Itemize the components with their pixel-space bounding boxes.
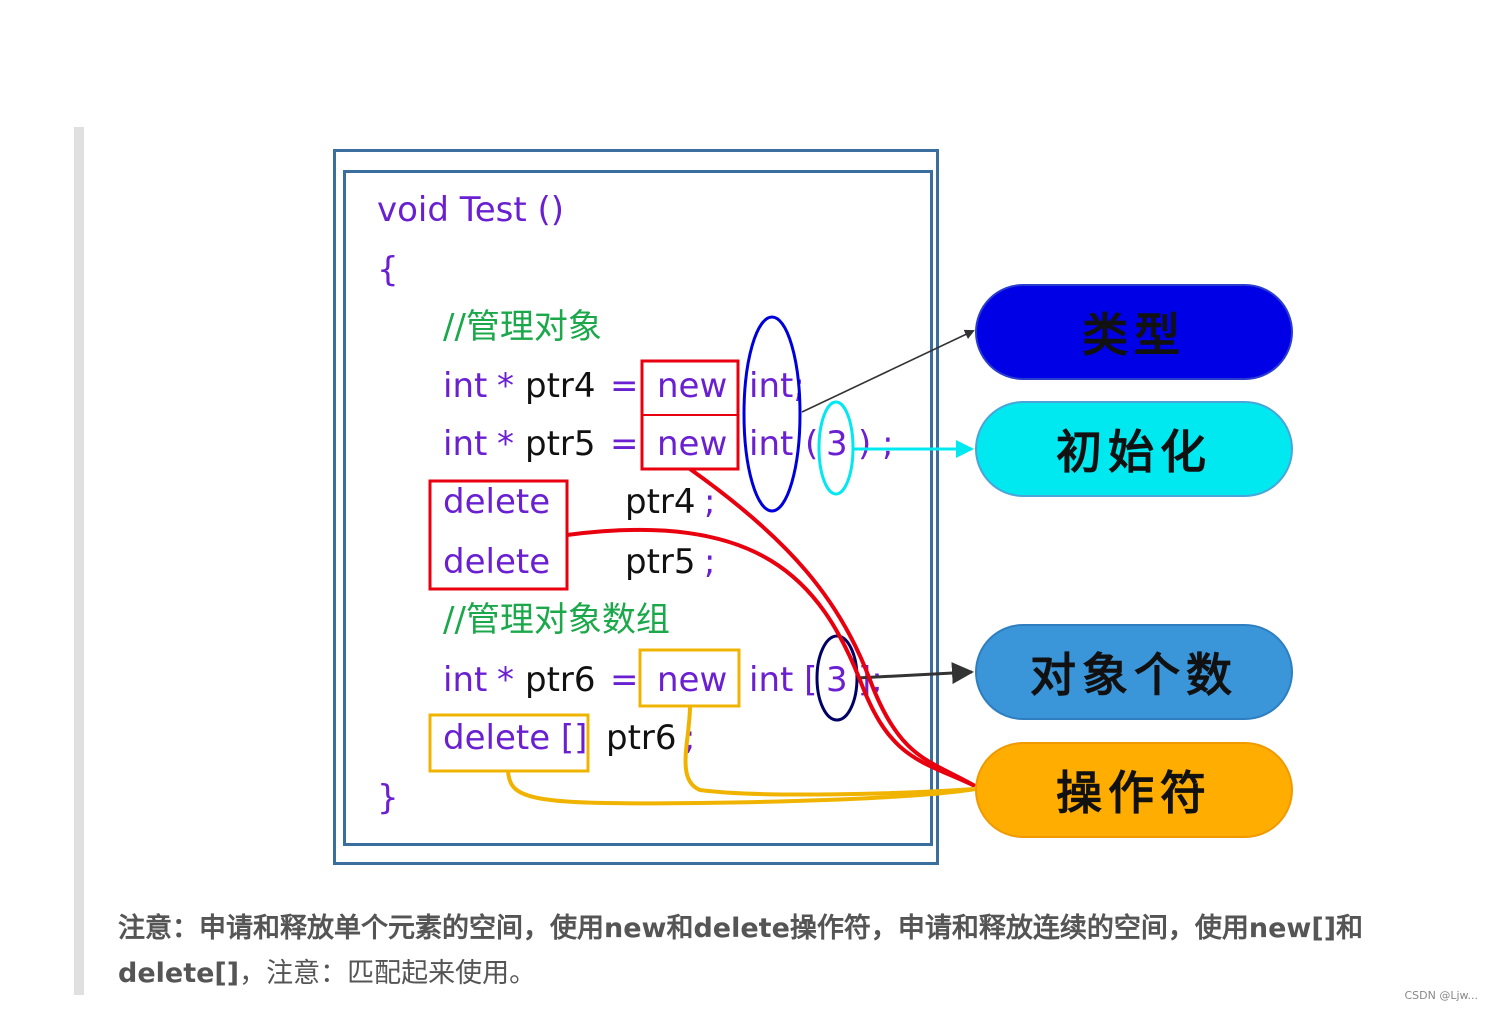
- operator-pill: 操作符: [975, 742, 1293, 838]
- code-ptr4: ptr4: [625, 482, 696, 522]
- code-semicolon: ;: [684, 718, 696, 758]
- code-box-outer-border: [333, 149, 939, 865]
- code-array-size: 3: [826, 660, 848, 700]
- code-ptr6: ptr6: [606, 718, 677, 758]
- code-int-keyword: int: [443, 424, 488, 464]
- new-array-highlight-box: [638, 648, 741, 708]
- init-pill: 初始化: [975, 401, 1293, 497]
- code-init-value: 3: [826, 424, 848, 464]
- operator-curve-delete: [566, 527, 976, 788]
- code-delete-keyword: delete: [443, 542, 551, 582]
- code-comment-manage-object: //管理对象: [443, 307, 602, 347]
- watermark-text: CSDN @Ljw...: [1404, 989, 1478, 1002]
- blockquote-bar: [74, 127, 84, 995]
- code-type-int: int;: [749, 366, 805, 406]
- count-arrow: [856, 662, 974, 685]
- code-type-int-bracket: int [: [749, 660, 818, 700]
- annotation-layer: [428, 315, 977, 806]
- code-type-int: int: [749, 424, 794, 464]
- count-ellipse: [815, 634, 859, 722]
- code-new-keyword: new: [657, 424, 728, 464]
- code-int-keyword: int: [443, 366, 488, 406]
- code-box-inner-border: [343, 170, 933, 846]
- operator-curve-delete-array: [506, 770, 976, 806]
- code-equals: =: [610, 366, 639, 406]
- code-paren-close: ) ;: [858, 424, 894, 464]
- code-delete-array-keyword: delete []: [443, 718, 588, 758]
- code-brace-open: {: [377, 250, 399, 290]
- code-ptr6: ptr6: [525, 660, 596, 700]
- code-equals: =: [610, 424, 639, 464]
- code-paren-open: (: [805, 424, 819, 464]
- code-ptr5: ptr5: [625, 542, 696, 582]
- type-pill: 类型: [975, 284, 1293, 380]
- operator-curve-new: [688, 467, 977, 788]
- type-arrow: [801, 329, 975, 413]
- code-new-keyword: new: [657, 660, 728, 700]
- type-label: 类型: [1082, 308, 1186, 362]
- type-ellipse: [742, 315, 802, 513]
- code-line-function-signature: void Test (): [377, 190, 565, 230]
- count-pill: 对象个数: [975, 624, 1293, 720]
- code-star: *: [497, 366, 514, 406]
- code-ptr4: ptr4: [525, 366, 596, 406]
- code-delete-keyword: delete: [443, 482, 551, 522]
- operator-label: 操作符: [1056, 766, 1212, 820]
- code-semicolon: ;: [704, 482, 716, 522]
- operator-curve-new-array: [683, 705, 976, 797]
- note-rest-text: ，注意：匹配起来使用。: [239, 958, 537, 989]
- note-bold-text: 注意：申请和释放单个元素的空间，使用new和delete操作符，申请和释放连续的…: [118, 913, 1364, 989]
- init-ellipse: [817, 400, 855, 496]
- init-label: 初始化: [1056, 425, 1212, 479]
- code-comment-manage-array: //管理对象数组: [443, 600, 670, 640]
- note-paragraph: 注意：申请和释放单个元素的空间，使用new和delete操作符，申请和释放连续的…: [118, 906, 1448, 996]
- delete-highlight-box: [428, 479, 569, 591]
- count-label: 对象个数: [1030, 648, 1238, 702]
- code-equals: =: [610, 660, 639, 700]
- code-brace-close: }: [377, 778, 399, 818]
- code-semicolon: ;: [704, 542, 716, 582]
- delete-array-highlight-box: [428, 713, 590, 773]
- code-new-keyword: new: [657, 366, 728, 406]
- code-ptr5: ptr5: [525, 424, 596, 464]
- code-int-keyword: int: [443, 660, 488, 700]
- code-star: *: [497, 424, 514, 464]
- code-star: *: [497, 660, 514, 700]
- diagram-figure: void Test () { //管理对象 int * ptr4 = new i…: [333, 149, 1293, 865]
